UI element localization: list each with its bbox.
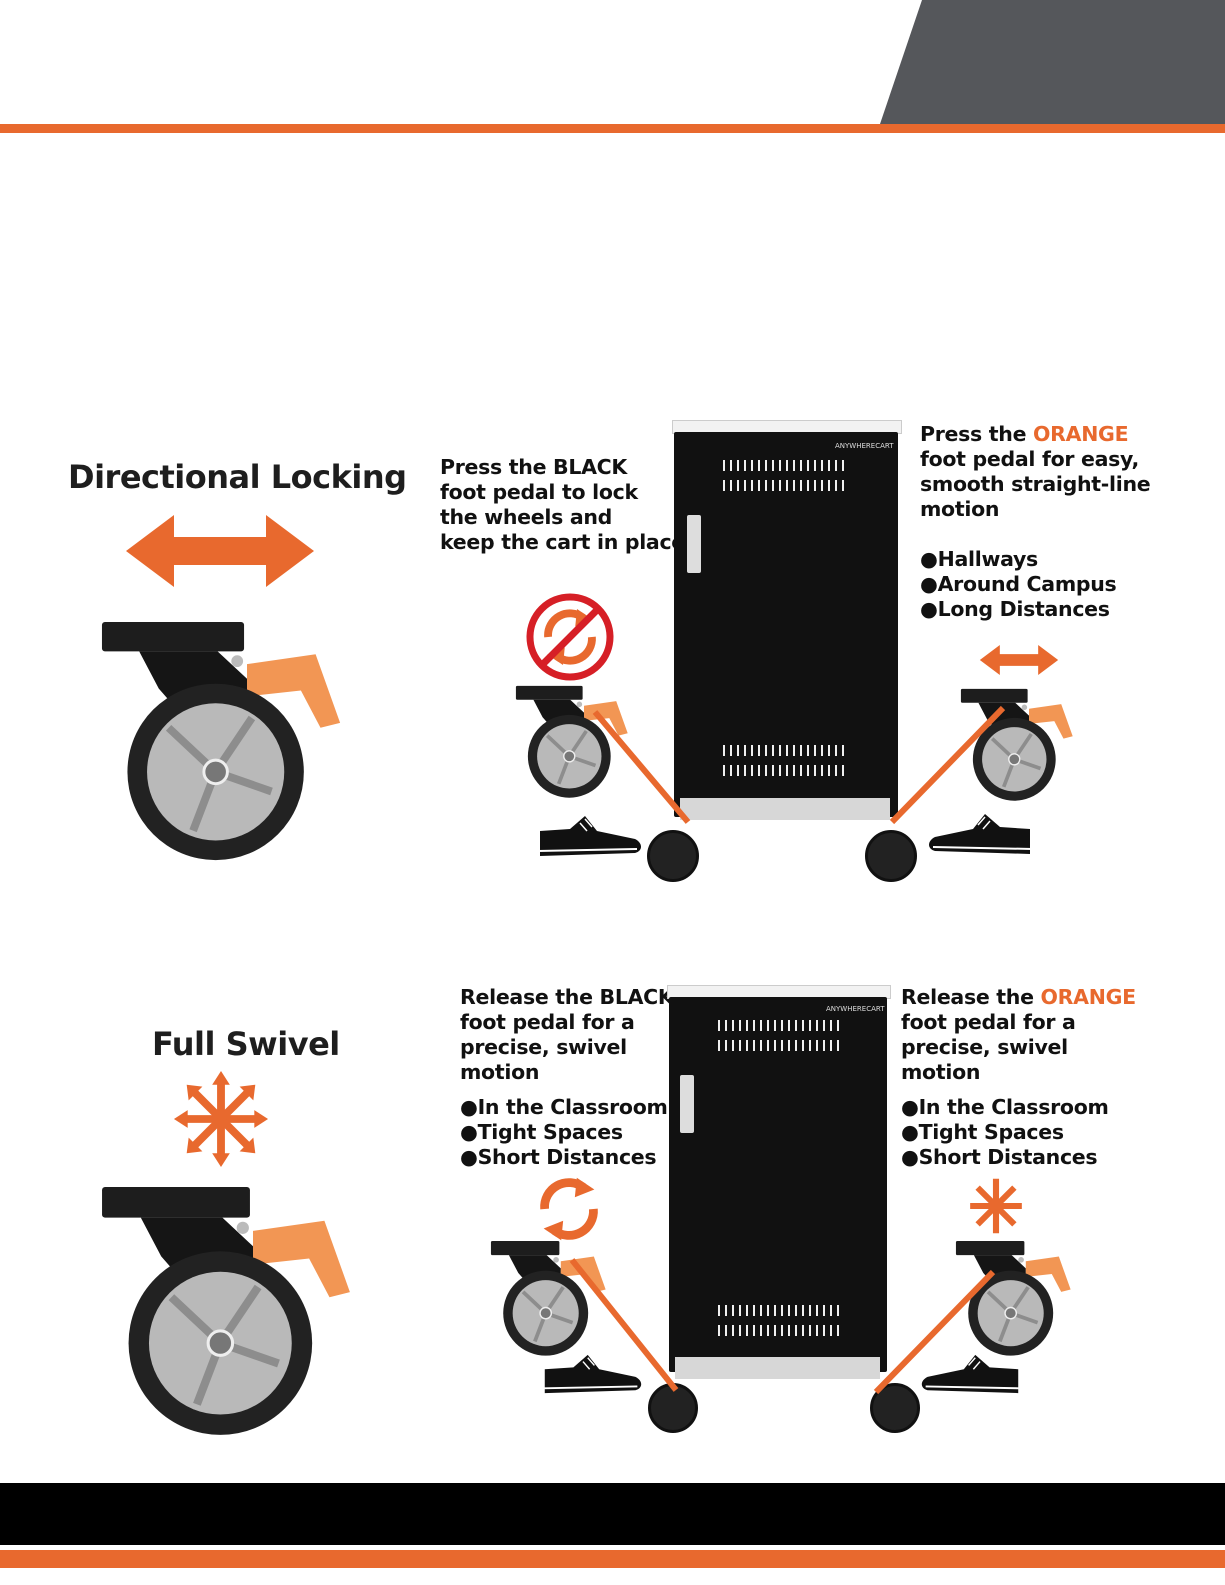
vent-bottom-1: [718, 1305, 842, 1316]
caster-wheel-icon: [490, 1240, 608, 1358]
use-classroom: In the Classroom: [460, 1095, 674, 1120]
use-around-campus: Around Campus: [920, 572, 1150, 597]
straight-line-instructions: Press the ORANGE foot pedal for easy, sm…: [920, 422, 1151, 622]
cart-brand: ANYWHERECART: [826, 1005, 885, 1013]
straight-line-heading: Press the ORANGE: [920, 422, 1129, 446]
orange-label: ORANGE: [1033, 422, 1129, 446]
caster-wheel-icon: [100, 620, 345, 865]
use-short-distances: Short Distances: [901, 1145, 1136, 1170]
door-handle: [680, 1075, 694, 1133]
double-arrow-icon: [979, 645, 1059, 675]
lock-instructions: Press the BLACK foot pedal to lock the w…: [440, 455, 685, 555]
door-handle: [687, 515, 701, 573]
charging-cart-icon: ANYWHERECART: [640, 985, 920, 1433]
double-arrow-icon: [126, 515, 314, 587]
straight-line-line-3: smooth straight-line: [920, 472, 1151, 496]
lock-line-1: Press the BLACK: [440, 455, 627, 479]
caster-wheel-icon: [515, 685, 630, 800]
vent-top-1: [718, 1020, 842, 1031]
lock-line-4: keep the cart in place: [440, 530, 685, 554]
swivel-right-uses: In the Classroom Tight Spaces Short Dist…: [901, 1095, 1136, 1170]
swivel-right-line-3: precise, swivel: [901, 1035, 1068, 1059]
straight-line-uses: Hallways Around Campus Long Distances: [920, 547, 1150, 622]
eight-way-arrow-icon: [970, 1178, 1022, 1234]
use-tight-spaces: Tight Spaces: [901, 1120, 1136, 1145]
vent-top-1: [723, 460, 849, 471]
swivel-left-uses: In the Classroom Tight Spaces Short Dist…: [460, 1095, 674, 1170]
use-classroom: In the Classroom: [901, 1095, 1136, 1120]
footer-bar: [0, 1483, 1225, 1545]
swivel-left-line-1: Release the BLACK: [460, 985, 674, 1009]
eight-way-arrow-icon: [173, 1070, 269, 1168]
swivel-right-heading: Release the ORANGE: [901, 985, 1137, 1009]
no-rotation-icon: [526, 593, 614, 681]
vent-top-2: [723, 480, 849, 491]
full-swivel-title: Full Swivel: [152, 1025, 340, 1063]
cart-wheel-right: [865, 830, 917, 882]
straight-line-line-2: foot pedal for easy,: [920, 447, 1140, 471]
swivel-left-line-2: foot pedal for a: [460, 1010, 635, 1034]
vent-bottom-2: [718, 1325, 842, 1336]
shoe-icon: [918, 1348, 1023, 1400]
lock-line-3: the wheels and: [440, 505, 613, 529]
caster-wheel-icon: [100, 1185, 355, 1440]
cart-wheel-right: [870, 1383, 920, 1433]
caster-wheel-icon: [955, 1240, 1073, 1358]
use-hallways: Hallways: [920, 547, 1150, 572]
cart-wheel-left: [647, 830, 699, 882]
vent-bottom-2: [723, 765, 849, 776]
shoe-icon: [925, 808, 1035, 860]
swivel-left-line-4: motion: [460, 1060, 540, 1084]
swivel-right-line-4: motion: [901, 1060, 981, 1084]
vent-bottom-1: [723, 745, 849, 756]
straight-line-line-4: motion: [920, 497, 1000, 521]
footer-accent: [0, 1550, 1225, 1568]
use-short-distances: Short Distances: [460, 1145, 674, 1170]
rotate-arrows-icon: [530, 1170, 608, 1248]
use-tight-spaces: Tight Spaces: [460, 1120, 674, 1145]
cart-brand: ANYWHERECART: [835, 442, 894, 450]
shoe-icon: [540, 1348, 645, 1400]
swivel-right-line-2: foot pedal for a: [901, 1010, 1076, 1034]
use-long-distances: Long Distances: [920, 597, 1150, 622]
swivel-left-instructions: Release the BLACK foot pedal for a preci…: [460, 985, 674, 1170]
swivel-right-instructions: Release the ORANGE foot pedal for a prec…: [901, 985, 1136, 1170]
charging-cart-icon: ANYWHERECART: [645, 420, 917, 882]
cart-base: [680, 798, 890, 820]
header-graphic: [0, 0, 1225, 133]
lock-line-2: foot pedal to lock: [440, 480, 638, 504]
directional-locking-title: Directional Locking: [68, 458, 407, 496]
swivel-left-line-3: precise, swivel: [460, 1035, 627, 1059]
shoe-icon: [535, 810, 645, 862]
cart-wheel-left: [648, 1383, 698, 1433]
orange-label: ORANGE: [1040, 985, 1137, 1009]
caster-wheel-icon: [960, 688, 1075, 803]
cart-base: [675, 1357, 880, 1379]
vent-top-2: [718, 1040, 842, 1051]
